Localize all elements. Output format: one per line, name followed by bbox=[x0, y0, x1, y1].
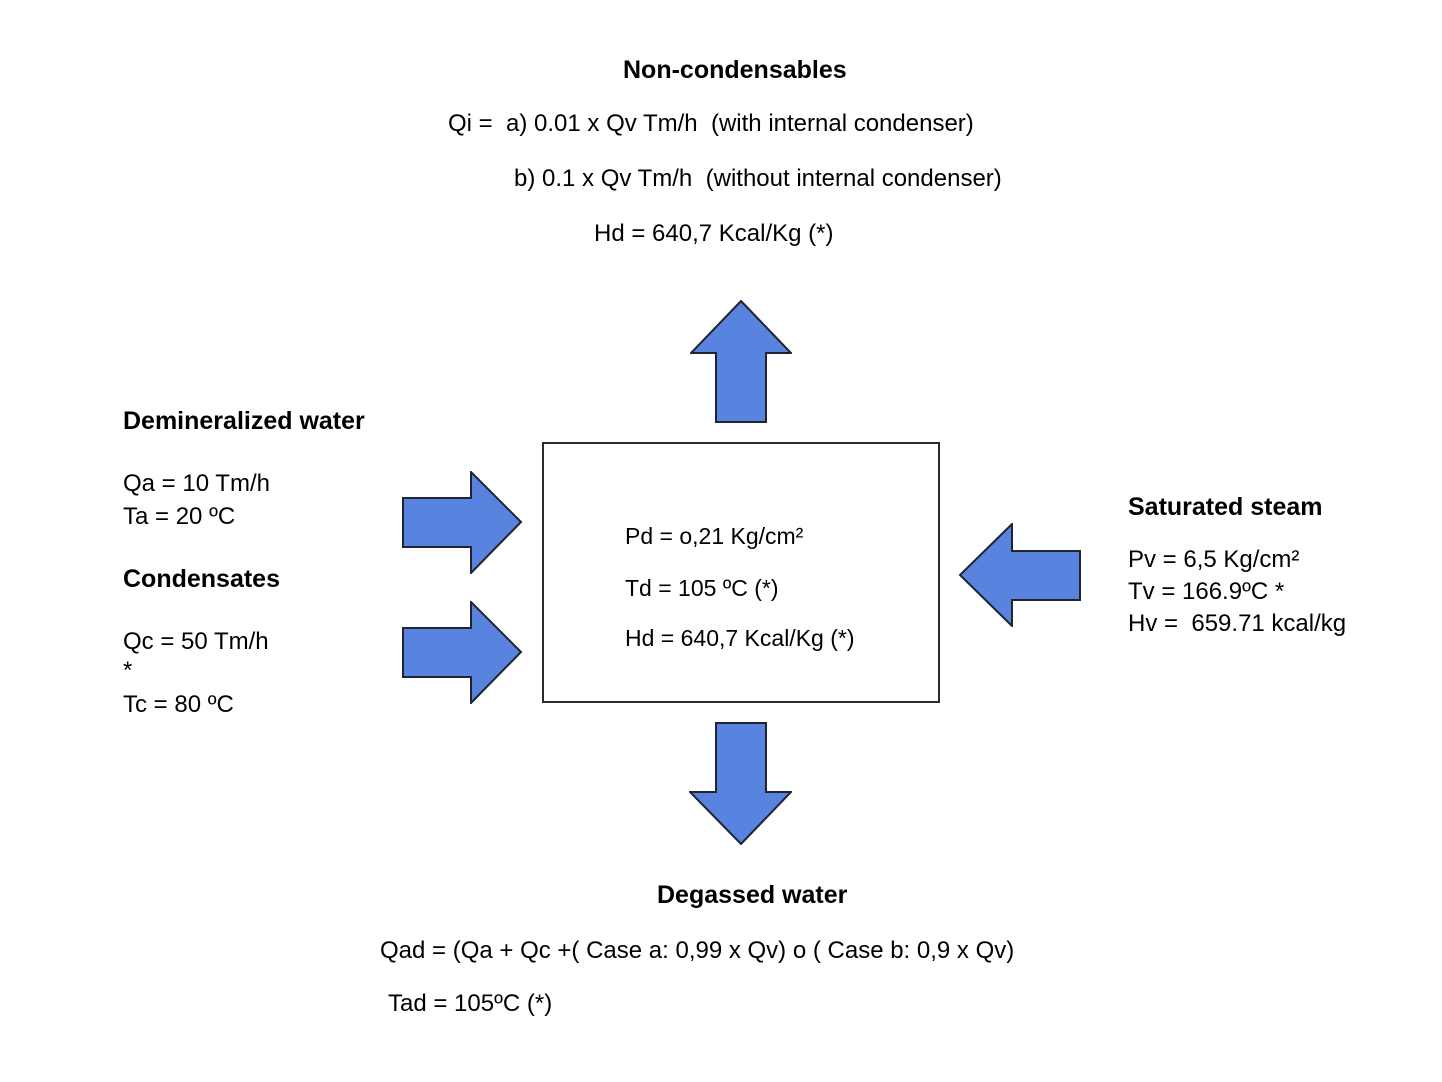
qa-value: Qa = 10 Tm/h bbox=[123, 470, 270, 497]
degassed-water-arrow-icon bbox=[689, 722, 792, 845]
saturated-steam-title: Saturated steam bbox=[1128, 493, 1323, 521]
tv-value: Tv = 166.9ºC * bbox=[1128, 578, 1285, 605]
demineralized-water-title: Demineralized water bbox=[123, 407, 365, 435]
qad-equation: Qad = (Qa + Qc +( Case a: 0,99 x Qv) o (… bbox=[380, 937, 1015, 964]
pd-value: Pd = o,21 Kg/cm² bbox=[625, 523, 804, 549]
tc-value: Tc = 80 ºC bbox=[123, 691, 234, 718]
deaerator-box: Pd = o,21 Kg/cm² Td = 105 ºC (*) Hd = 64… bbox=[542, 442, 940, 703]
saturated-steam-arrow-icon bbox=[958, 523, 1081, 627]
pv-value: Pv = 6,5 Kg/cm² bbox=[1128, 546, 1300, 573]
hd-value: Hd = 640,7 Kcal/Kg (*) bbox=[625, 625, 855, 651]
qc-value: Qc = 50 Tm/h bbox=[123, 628, 269, 655]
non-condensables-title: Non-condensables bbox=[623, 56, 847, 84]
hv-value: Hv = 659.71 kcal/kg bbox=[1128, 610, 1347, 637]
hd-noncondensables-text: Hd = 640,7 Kcal/Kg (*) bbox=[594, 220, 834, 247]
condensates-title: Condensates bbox=[123, 565, 280, 593]
condensates-asterisk: * bbox=[123, 657, 133, 684]
td-value: Td = 105 ºC (*) bbox=[625, 575, 779, 601]
qi-case-a-text: Qi = a) 0.01 x Qv Tm/h (with internal co… bbox=[448, 110, 974, 137]
qi-case-b-text: b) 0.1 x Qv Tm/h (without internal conde… bbox=[514, 165, 1002, 192]
condensates-arrow-icon bbox=[402, 601, 523, 704]
demineralized-water-arrow-icon bbox=[402, 471, 523, 574]
non-condensables-arrow-icon bbox=[690, 300, 792, 423]
tad-value: Tad = 105ºC (*) bbox=[388, 990, 553, 1017]
ta-value: Ta = 20 ºC bbox=[123, 503, 236, 530]
degassed-water-title: Degassed water bbox=[657, 881, 848, 909]
